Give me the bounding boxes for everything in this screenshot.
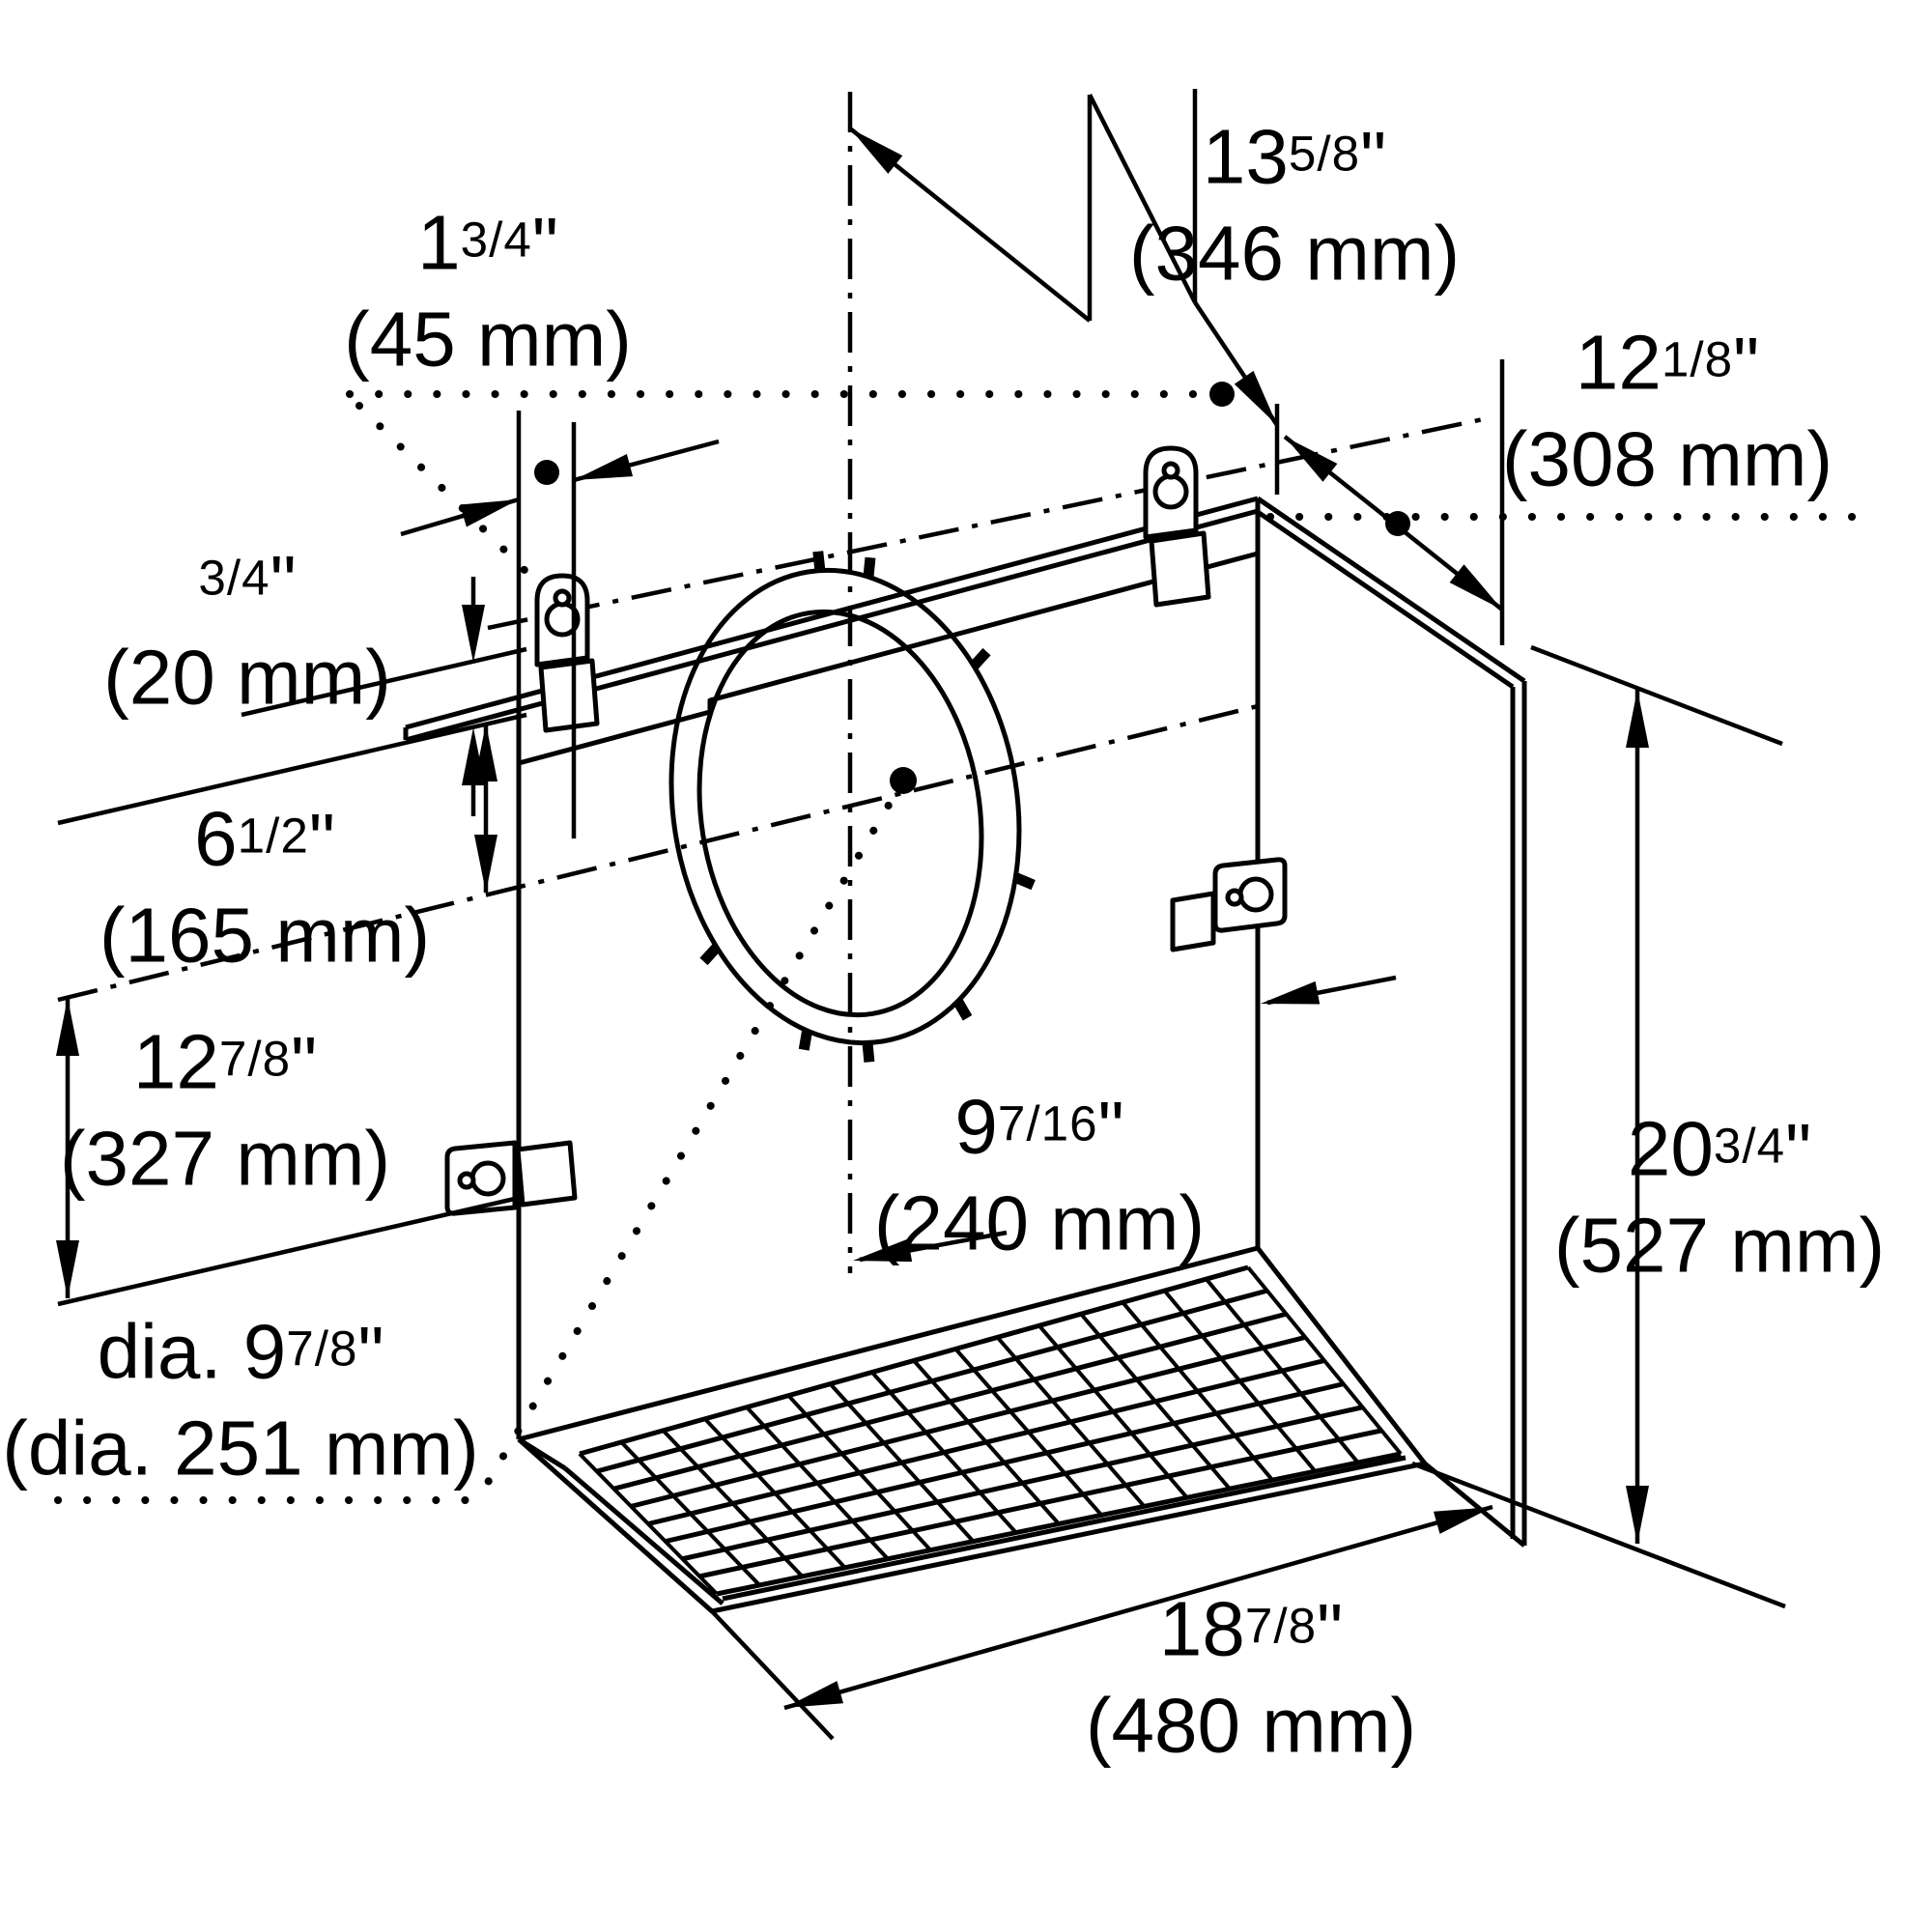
dim-165mm-label: 61/2" (165 mm) — [99, 795, 431, 979]
dot-side-dimension — [1385, 511, 1410, 536]
tab-flap — [1149, 530, 1211, 608]
dim-480mm-label: 187/8" (480 mm) — [1085, 1585, 1417, 1769]
dim-527mm-label: 203/4" (527 mm) — [1553, 1105, 1886, 1289]
side-panel-bottom-edge — [1423, 1462, 1526, 1548]
ext-grille-left — [710, 1609, 835, 1741]
top-hem-line — [518, 551, 1259, 766]
duct-collar — [668, 551, 1036, 1063]
tab-mounting-centerline — [487, 414, 1493, 631]
dot-duct-center-marker — [890, 767, 917, 794]
keyhole-icon — [1152, 473, 1189, 510]
dim-308mm-label: 121/8" (308 mm) — [1501, 319, 1833, 502]
keyhole-tab-top-right — [1143, 445, 1211, 608]
break-symbol — [1087, 89, 1198, 321]
diameter-leader-dotted — [476, 777, 907, 1499]
ext-height-top — [1530, 644, 1783, 747]
dim-45mm-label: 13/4" (45 mm) — [344, 199, 632, 383]
duct-collar-outer-ring — [668, 567, 1022, 1046]
dim-240mm-label: 97/16" (240 mm) — [873, 1083, 1206, 1266]
bottom-flange-outer — [517, 1246, 1428, 1614]
bottom-flange-bevel — [517, 1436, 567, 1471]
keyhole-tab-top-left — [534, 573, 600, 733]
housing-outline — [403, 496, 1527, 1614]
extension-lines — [57, 359, 1786, 1741]
dim-327mm-label: 127/8" (327 mm) — [59, 1018, 391, 1202]
arrowheads — [56, 128, 1649, 1708]
dot-top-left — [534, 460, 559, 485]
bottom-flange-inner-front — [722, 1455, 1406, 1602]
dim-dia-251mm-label: dia. 97/8" (dia. 251 mm) — [2, 1308, 479, 1492]
front-bottom-fold — [518, 1245, 1259, 1442]
duct-collar-opening — [696, 609, 984, 1018]
bottom-grille — [578, 1264, 1403, 1597]
centerlines — [57, 92, 1493, 1273]
tab-flap — [1170, 891, 1216, 952]
ext-bottom-left — [57, 1195, 520, 1307]
ext-hem-left — [57, 712, 527, 826]
ext-top-edge-left — [241, 646, 527, 718]
dotted-reference-lines — [54, 390, 1868, 1504]
keyhole-icon — [469, 1160, 506, 1197]
top-edge-inner — [405, 508, 1259, 743]
duct-horizontal-centerline — [57, 703, 1259, 1003]
tab-flap — [538, 658, 600, 733]
keyhole-tab-right — [1170, 857, 1288, 952]
reference-dots — [534, 382, 1410, 794]
side-panel-top-outer — [1256, 496, 1526, 684]
bottom-flange-inner-left — [563, 1466, 724, 1605]
keyhole-icon — [1237, 876, 1274, 913]
tab-flap — [515, 1140, 578, 1208]
dim-480-shaft — [783, 1504, 1493, 1711]
side-panel-top-inner — [1256, 509, 1515, 690]
duct-collar-lock-tabs — [699, 551, 1036, 1063]
dot-top-right — [1209, 382, 1235, 407]
ext-bottom-right — [1411, 1461, 1786, 1609]
dim-20mm-label: 3/4" (20 mm) — [103, 541, 391, 721]
keyhole-tab-left — [444, 1140, 578, 1216]
dim-346mm-label: 135/8" (346 mm) — [1128, 113, 1461, 297]
